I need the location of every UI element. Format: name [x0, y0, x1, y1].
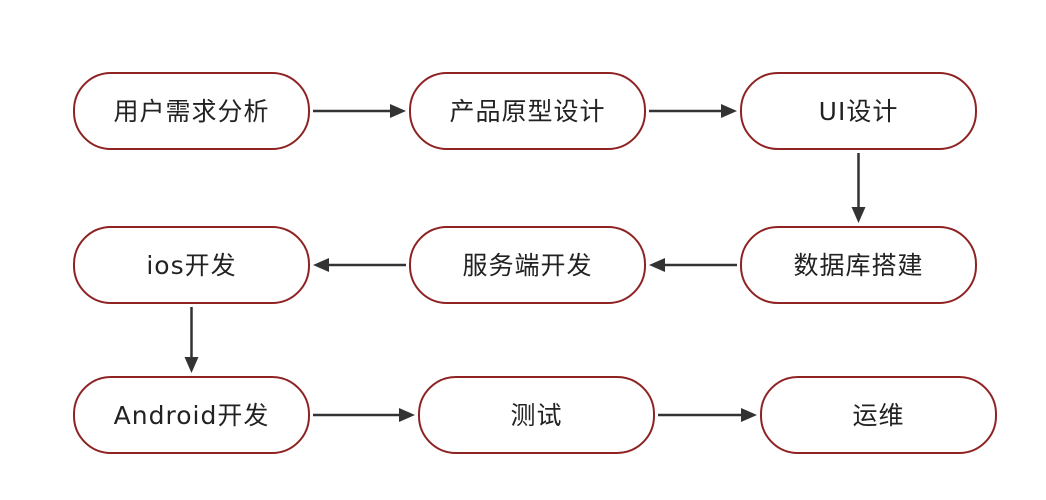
arrowhead — [741, 408, 757, 422]
node-label: 用户需求分析 — [113, 96, 270, 126]
node-ui-design[interactable]: UI设计 — [740, 72, 977, 150]
edge-arrow-n4-n5 — [649, 258, 737, 272]
node-label: 测试 — [510, 400, 563, 430]
node-testing[interactable]: 测试 — [418, 376, 655, 454]
arrowhead — [184, 357, 199, 373]
node-server-development[interactable]: 服务端开发 — [409, 226, 646, 304]
node-label: ios开发 — [146, 250, 237, 280]
node-product-prototype-design[interactable]: 产品原型设计 — [409, 72, 646, 150]
node-label: 运维 — [852, 400, 905, 430]
node-label: 服务端开发 — [462, 250, 593, 280]
edge-arrow-n8-n9 — [658, 408, 757, 422]
edge-arrow-n2-n3 — [649, 104, 737, 118]
edge-arrow-n7-n8 — [313, 408, 415, 422]
edge-arrow-n1-n2 — [313, 104, 406, 118]
node-label: 数据库搭建 — [793, 250, 924, 280]
arrowhead — [721, 104, 737, 118]
arrowhead — [851, 207, 866, 223]
node-label: Android开发 — [113, 400, 270, 430]
arrowhead — [313, 258, 329, 272]
node-label: 产品原型设计 — [449, 96, 606, 126]
arrowhead — [649, 258, 665, 272]
node-android-development[interactable]: Android开发 — [73, 376, 310, 454]
arrowhead — [390, 104, 406, 118]
arrowhead — [399, 408, 415, 422]
edge-arrow-n3-n4 — [851, 153, 866, 223]
node-database-setup[interactable]: 数据库搭建 — [740, 226, 977, 304]
node-ios-development[interactable]: ios开发 — [73, 226, 310, 304]
edges-group — [184, 104, 866, 422]
node-label: UI设计 — [818, 96, 899, 126]
edge-arrow-n5-n6 — [313, 258, 406, 272]
node-user-requirement-analysis[interactable]: 用户需求分析 — [73, 72, 310, 150]
edge-arrow-n6-n7 — [184, 307, 199, 373]
node-operations[interactable]: 运维 — [760, 376, 997, 454]
